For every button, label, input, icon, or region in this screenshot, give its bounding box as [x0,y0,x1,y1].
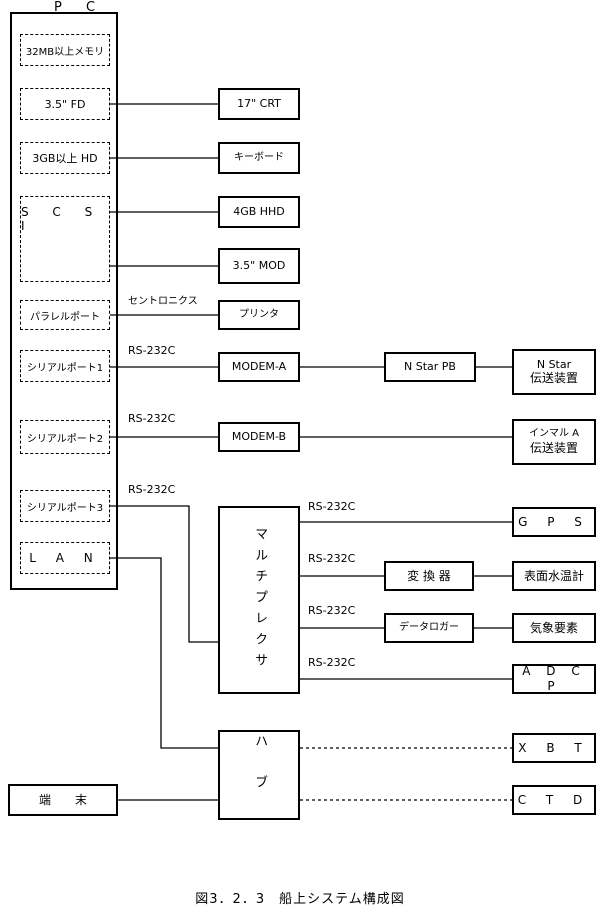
modem-b-box: MODEM-B [218,422,300,452]
datalogger-box: データロガー [384,613,474,643]
inmarsat-transmitter-line1: インマル A [528,428,580,440]
pc-slot-hd: 3GB以上 HD [20,142,110,174]
xbt-box: X B T [512,733,596,763]
nstar-transmitter-box: N Star 伝送装置 [512,349,596,395]
pc-slot-memory: 32MB以上メモリ [20,34,110,66]
pc-slot-scsi-label: S C S I [21,205,103,233]
nstar-transmitter-line1: N Star [536,357,572,371]
multiplexer-label: マルチプレクサ [252,526,268,674]
pc-slot-lan: L A N [20,542,110,574]
hub-label: ハブ [252,734,268,816]
converter-box: 変 換 器 [384,561,474,591]
hub-box: ハブ [218,730,300,820]
inmarsat-transmitter-line2: 伝送装置 [529,440,578,455]
pc-title: P C [54,0,106,15]
pc-slot-fd: 3.5" FD [20,88,110,120]
rs232c-label-adcp: RS-232C [308,656,356,669]
nstar-pb-box: N Star PB [384,352,476,382]
modem-a-box: MODEM-A [218,352,300,382]
rs232c-label-serial1: RS-232C [128,344,176,357]
multiplexer-box: マルチプレクサ [218,506,300,694]
adcp-box: A D C P [512,664,596,694]
terminal-box: 端 末 [8,784,118,816]
rs232c-label-converter: RS-232C [308,552,356,565]
sst-box: 表面水温計 [512,561,596,591]
pc-slot-serial3: シリアルポート3 [20,490,110,522]
nstar-transmitter-line2: 伝送装置 [529,371,578,386]
line-lan-hub [110,557,218,749]
rs232c-label-serial2: RS-232C [128,412,176,425]
line-serial3-multiplexer [110,505,218,643]
pc-slot-serial2: シリアルポート2 [20,420,110,454]
printer-box: プリンタ [218,300,300,330]
crt-box: 17" CRT [218,88,300,120]
figure-caption: 図3．2．3 船上システム構成図 [195,892,405,907]
hhd-box: 4GB HHD [218,196,300,228]
rs232c-label-serial3: RS-232C [128,483,176,496]
pc-slot-serial1: シリアルポート1 [20,350,110,382]
pc-slot-parallel: パラレルポート [20,300,110,330]
ctd-box: C T D [512,785,596,815]
inmarsat-transmitter-box: インマル A 伝送装置 [512,419,596,465]
pc-slot-scsi: S C S I [20,196,110,282]
gps-box: G P S [512,507,596,537]
rs232c-label-datalogger: RS-232C [308,604,356,617]
pc-frame [10,12,118,590]
weather-box: 気象要素 [512,613,596,643]
centronics-label: セントロニクス [128,296,198,307]
rs232c-label-gps: RS-232C [308,500,356,513]
keyboard-box: キーボード [218,142,300,174]
mod-box: 3.5" MOD [218,248,300,284]
